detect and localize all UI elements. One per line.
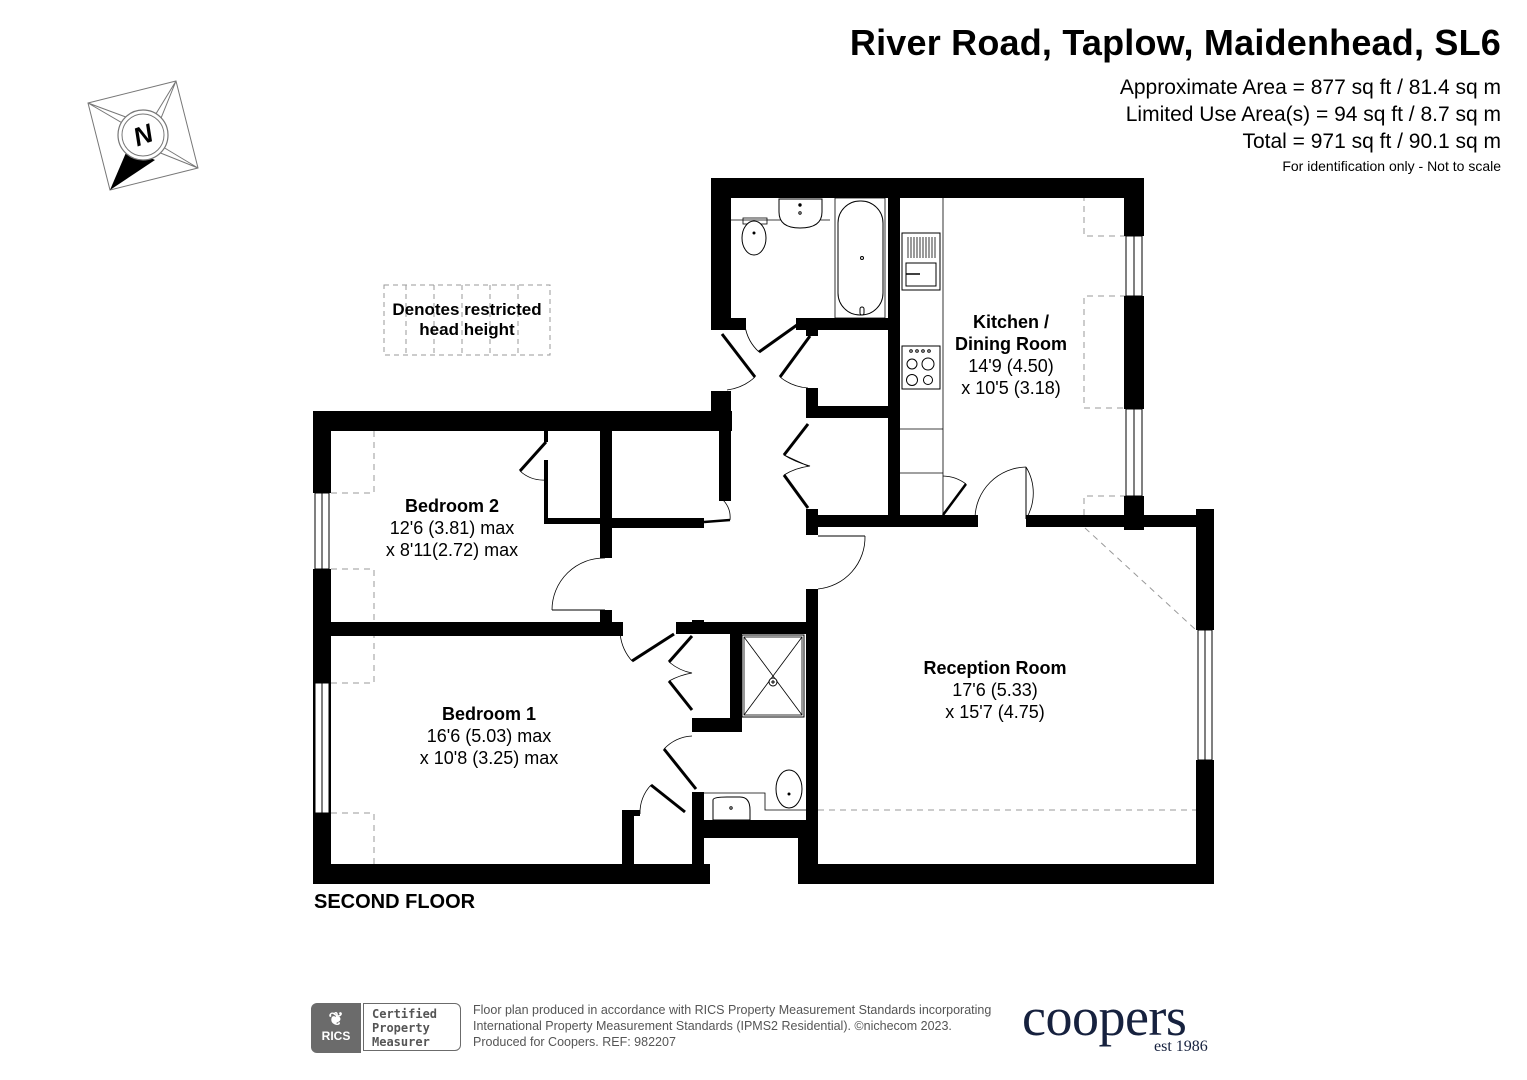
kitchen-counter <box>900 198 944 515</box>
footer-line: International Property Measurement Stand… <box>473 1019 952 1033</box>
room-dimension: x 10'5 (3.18) <box>961 378 1061 398</box>
north-arrow-compass-icon: N <box>87 80 199 191</box>
toilet-icon <box>741 217 768 256</box>
rics-line: Property <box>372 1021 430 1035</box>
room-dimension: 17'6 (5.33) <box>952 680 1038 700</box>
limited-use-area: Limited Use Area(s) = 94 sq ft / 8.7 sq … <box>1125 103 1501 126</box>
footer-line: Produced for Coopers. REF: 982207 <box>473 1035 676 1049</box>
room-label-bedroom-1: Bedroom 1 16'6 (5.03) max x 10'8 (3.25) … <box>420 703 559 769</box>
rics-certified-badge: ❦ RICS Certified Property Measurer <box>311 1003 463 1053</box>
shower-tray-icon <box>741 634 805 718</box>
rics-logo: ❦ RICS <box>311 1003 361 1053</box>
ensuite-basin-icon <box>704 792 806 821</box>
kitchen-sink-icon <box>901 232 941 291</box>
room-dimension: x 15'7 (4.75) <box>945 702 1045 722</box>
total-area: Total = 971 sq ft / 90.1 sq m <box>1242 130 1501 153</box>
property-title: River Road, Taplow, Maidenhead, SL6 <box>849 22 1501 63</box>
ensuite-toilet-icon <box>775 769 803 809</box>
window-mullions <box>321 236 1206 813</box>
brand-name: coopers <box>1022 987 1187 1047</box>
fixtures <box>704 197 944 821</box>
restricted-height-legend-box <box>383 284 551 356</box>
room-dimension: x 8'11(2.72) max <box>385 540 519 560</box>
room-dimension: 16'6 (5.03) max <box>426 726 552 746</box>
room-name: Kitchen / <box>972 312 1050 332</box>
restricted-height-legend-text: Denotes restricted head height <box>392 300 542 339</box>
doors <box>518 323 1034 815</box>
room-name: Bedroom 1 <box>441 704 537 724</box>
room-label-reception: Reception Room 17'6 (5.33) x 15'7 (4.75) <box>923 657 1066 723</box>
floor-label: SECOND FLOOR <box>314 891 476 913</box>
coopers-logo: coopers est 1986 <box>1022 987 1208 1055</box>
rics-line: Certified <box>372 1007 438 1021</box>
hob-icon <box>901 345 941 390</box>
brand-established: est 1986 <box>1154 1038 1208 1055</box>
area-summary: Approximate Area = 877 sq ft / 81.4 sq m… <box>1120 74 1501 155</box>
room-dimension: x 10'8 (3.25) max <box>419 748 559 768</box>
room-label-bedroom-2: Bedroom 2 12'6 (3.81) max x 8'11(2.72) m… <box>386 495 518 561</box>
basin-icon <box>731 198 830 229</box>
bathtub-icon <box>834 197 886 319</box>
rics-certification-text: Certified Property Measurer <box>363 1003 461 1051</box>
scale-disclaimer: For identification only - Not to scale <box>1282 158 1501 174</box>
approximate-area: Approximate Area = 877 sq ft / 81.4 sq m <box>1119 76 1501 99</box>
room-label-kitchen-dining: Kitchen / Dining Room 14'9 (4.50) x 10'5… <box>955 311 1067 399</box>
room-name: Bedroom 2 <box>404 496 500 516</box>
rics-line: Measurer <box>372 1035 430 1049</box>
rics-mark: RICS <box>321 1029 351 1043</box>
room-dimension: 12'6 (3.81) max <box>389 518 515 538</box>
restricted-height-lines <box>331 197 1197 864</box>
room-dimension: 14'9 (4.50) <box>968 356 1054 376</box>
walls <box>313 178 1214 884</box>
rics-lion-icon: ❦ <box>328 1009 344 1029</box>
footer-line: Floor plan produced in accordance with R… <box>473 1003 992 1017</box>
room-name: Dining Room <box>955 334 1067 354</box>
footer-statement: Floor plan produced in accordance with R… <box>473 1002 991 1050</box>
room-name: Reception Room <box>923 658 1067 678</box>
